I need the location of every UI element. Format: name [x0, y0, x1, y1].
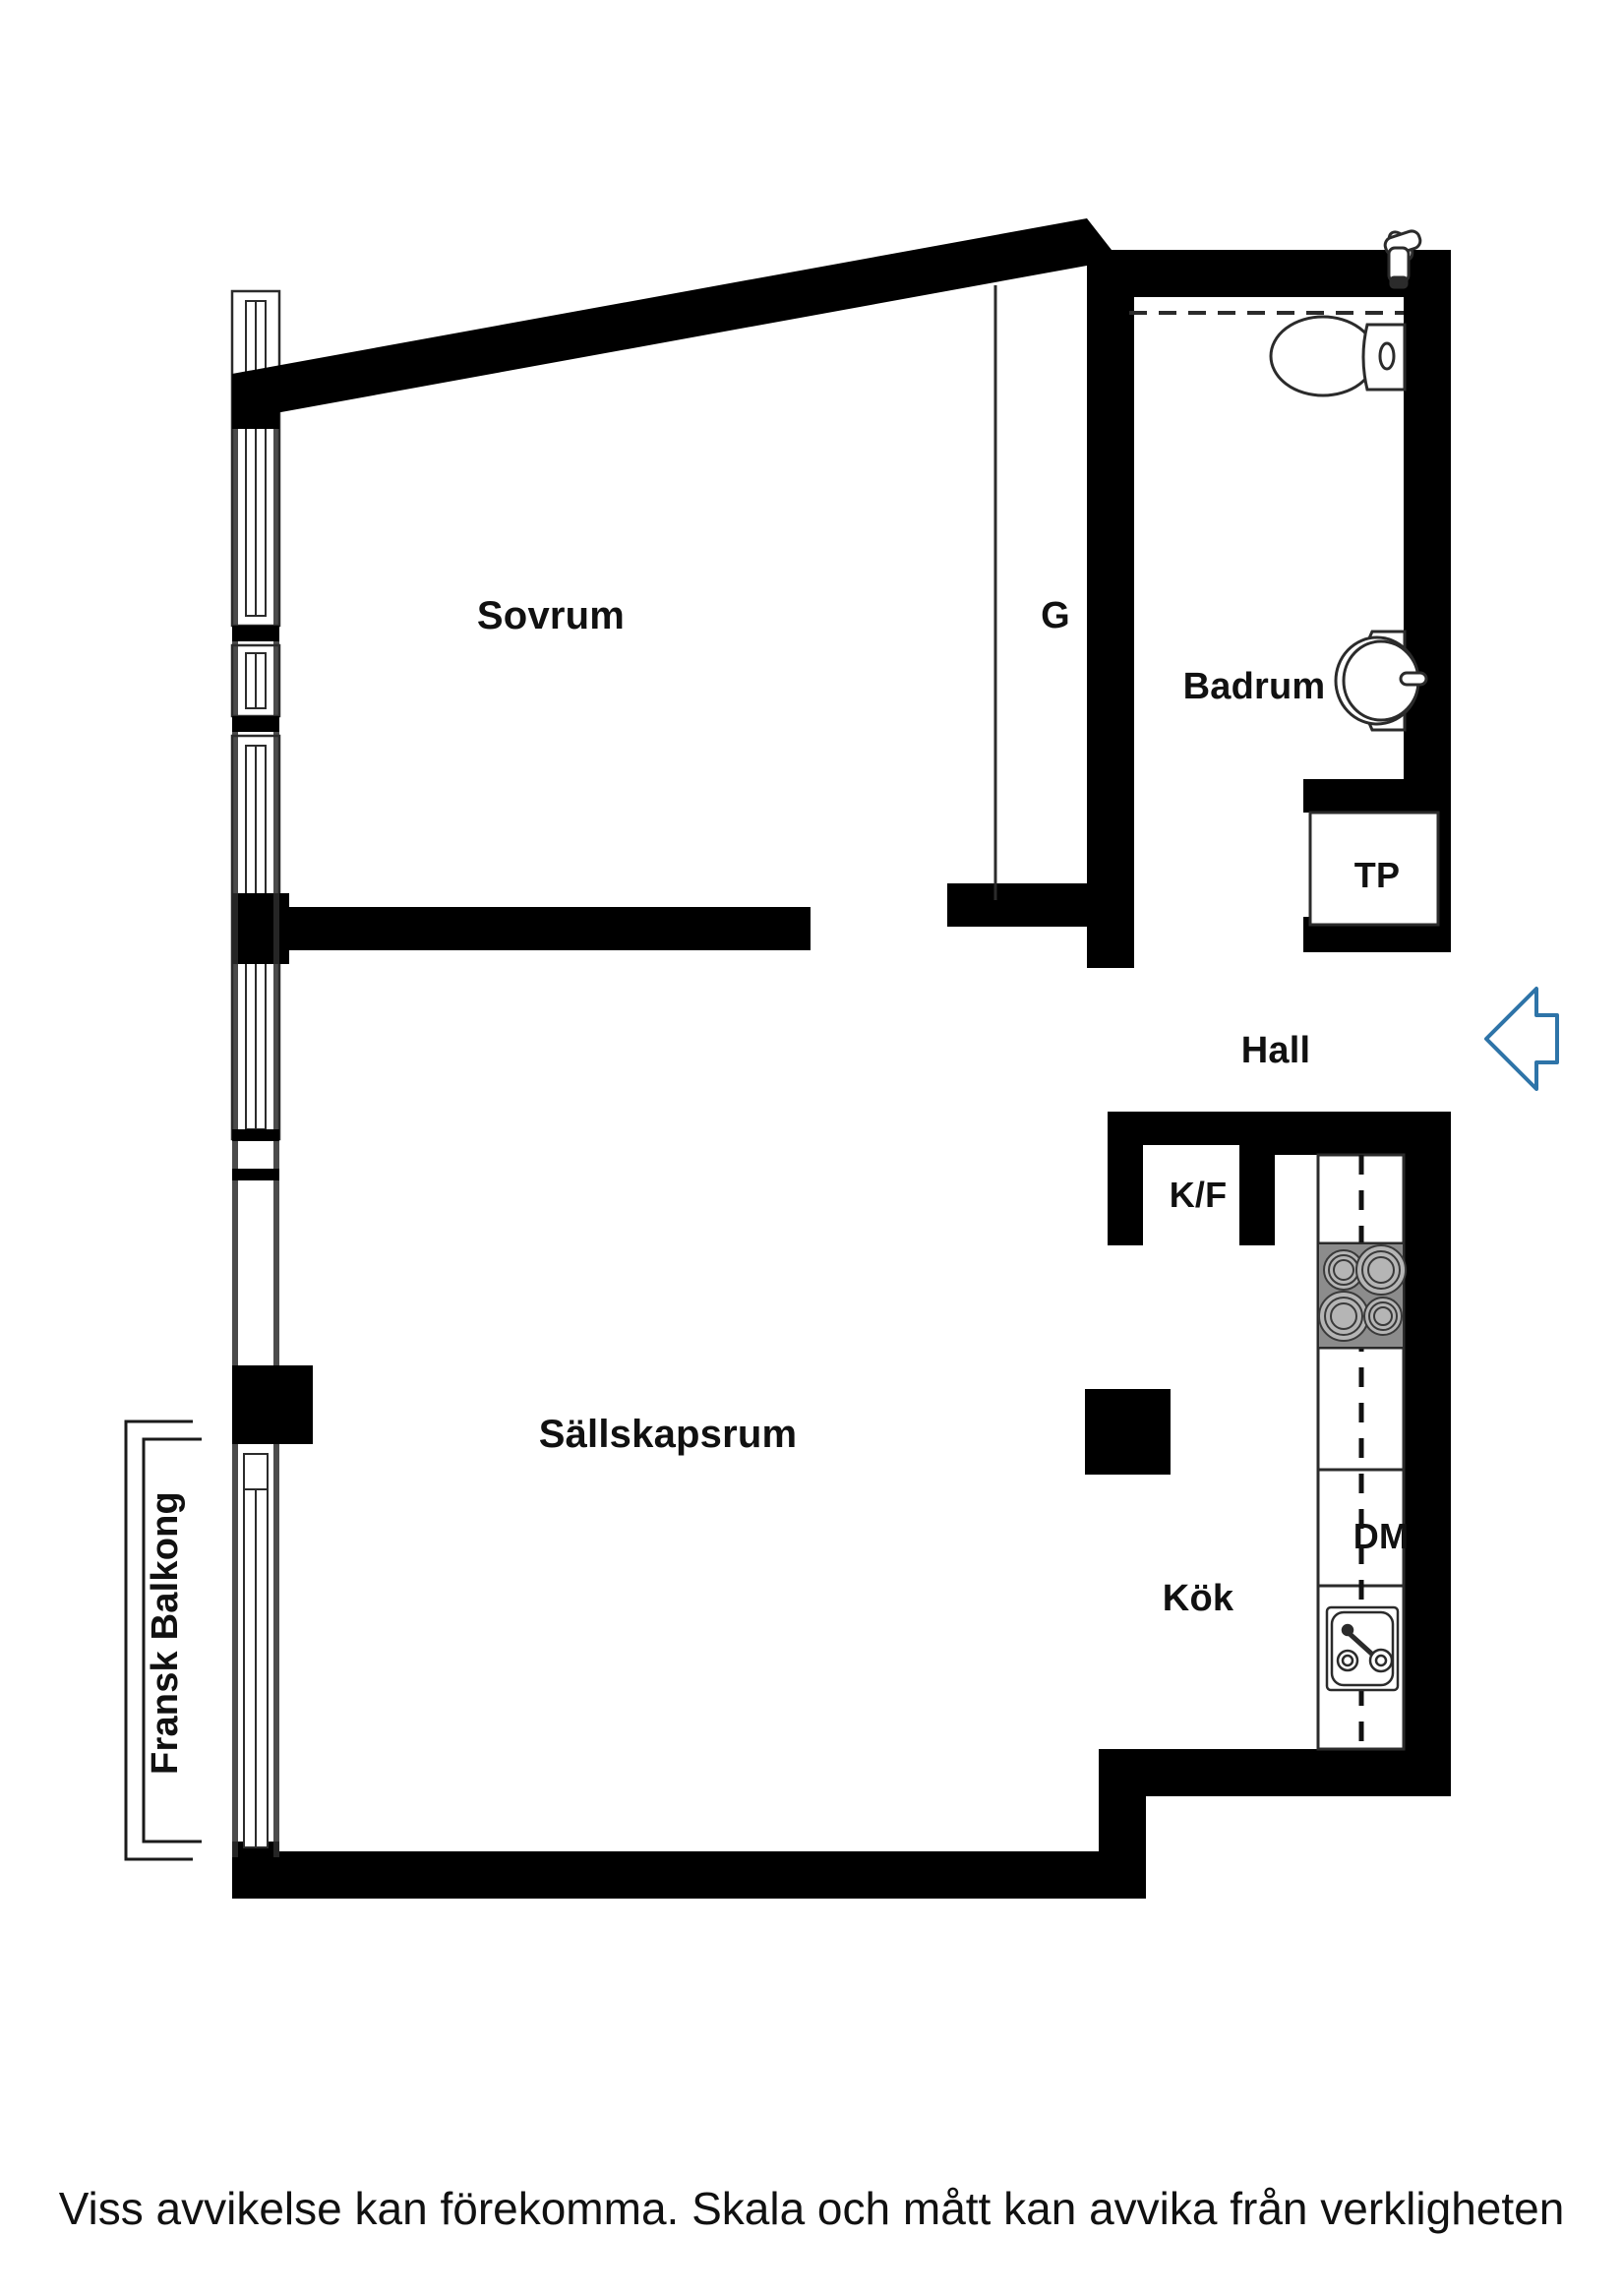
wall-tick-b: [232, 716, 279, 732]
wall-structure: [232, 218, 1451, 1899]
wall-pillar-left: [232, 1365, 313, 1444]
washbasin-icon: [1334, 630, 1428, 732]
shower-head-icon: [1383, 229, 1422, 289]
wall-left-frame-outer-lower: [232, 1444, 238, 1857]
wall-tp-top: [1303, 779, 1451, 813]
balcony-railing: [124, 1420, 202, 1861]
room-label-washer: TP: [1353, 855, 1401, 895]
room-label-sallskapsrum: Sällskapsrum: [538, 1413, 798, 1456]
wall-top-slanted: [232, 218, 1087, 421]
wall-left-frame-inner-lower: [273, 1444, 279, 1857]
wall-bottom-step: [1099, 1749, 1451, 1796]
room-label-wardrobe: G: [1041, 595, 1070, 636]
wall-tick-d: [232, 1169, 279, 1180]
room-label-kok: Kök: [1162, 1578, 1234, 1619]
room-label-fridge: K/F: [1169, 1175, 1228, 1215]
room-label-hall: Hall: [1240, 1030, 1311, 1071]
washer-box: [1308, 811, 1440, 927]
wall-left-frame-inner: [273, 429, 279, 1365]
wall-tick-c: [232, 1129, 279, 1141]
column-icon: [1085, 1389, 1171, 1475]
wall-badrum-left: [1087, 250, 1134, 899]
wall-tick-a: [232, 626, 279, 641]
disclaimer-note: Viss avvikelse kan förekomma. Skala och …: [58, 2183, 1565, 2234]
wall-corner-bottomleft: [232, 1842, 279, 1899]
wall-bottom: [232, 1851, 1146, 1899]
wall-left-frame-outer: [232, 429, 238, 1365]
wall-interior-horizontal: [279, 907, 811, 950]
room-label-badrum: Badrum: [1182, 666, 1326, 707]
cooktop-icon: [1317, 1242, 1407, 1349]
wall-kf-right: [1239, 1112, 1275, 1245]
room-label-dishwasher: DM: [1352, 1516, 1410, 1556]
wall-corner-topleft: [232, 374, 279, 429]
toilet-icon: [1269, 315, 1407, 397]
room-label-sovrum: Sovrum: [476, 594, 626, 637]
kitchen-sink-icon: [1325, 1605, 1400, 1692]
room-label-balkong: Fransk Balkong: [145, 1491, 186, 1775]
wall-badrum-left-foot: [1087, 883, 1134, 968]
wall-right-lower: [1404, 1112, 1451, 1749]
entrance-arrow-icon: [1484, 987, 1559, 1091]
